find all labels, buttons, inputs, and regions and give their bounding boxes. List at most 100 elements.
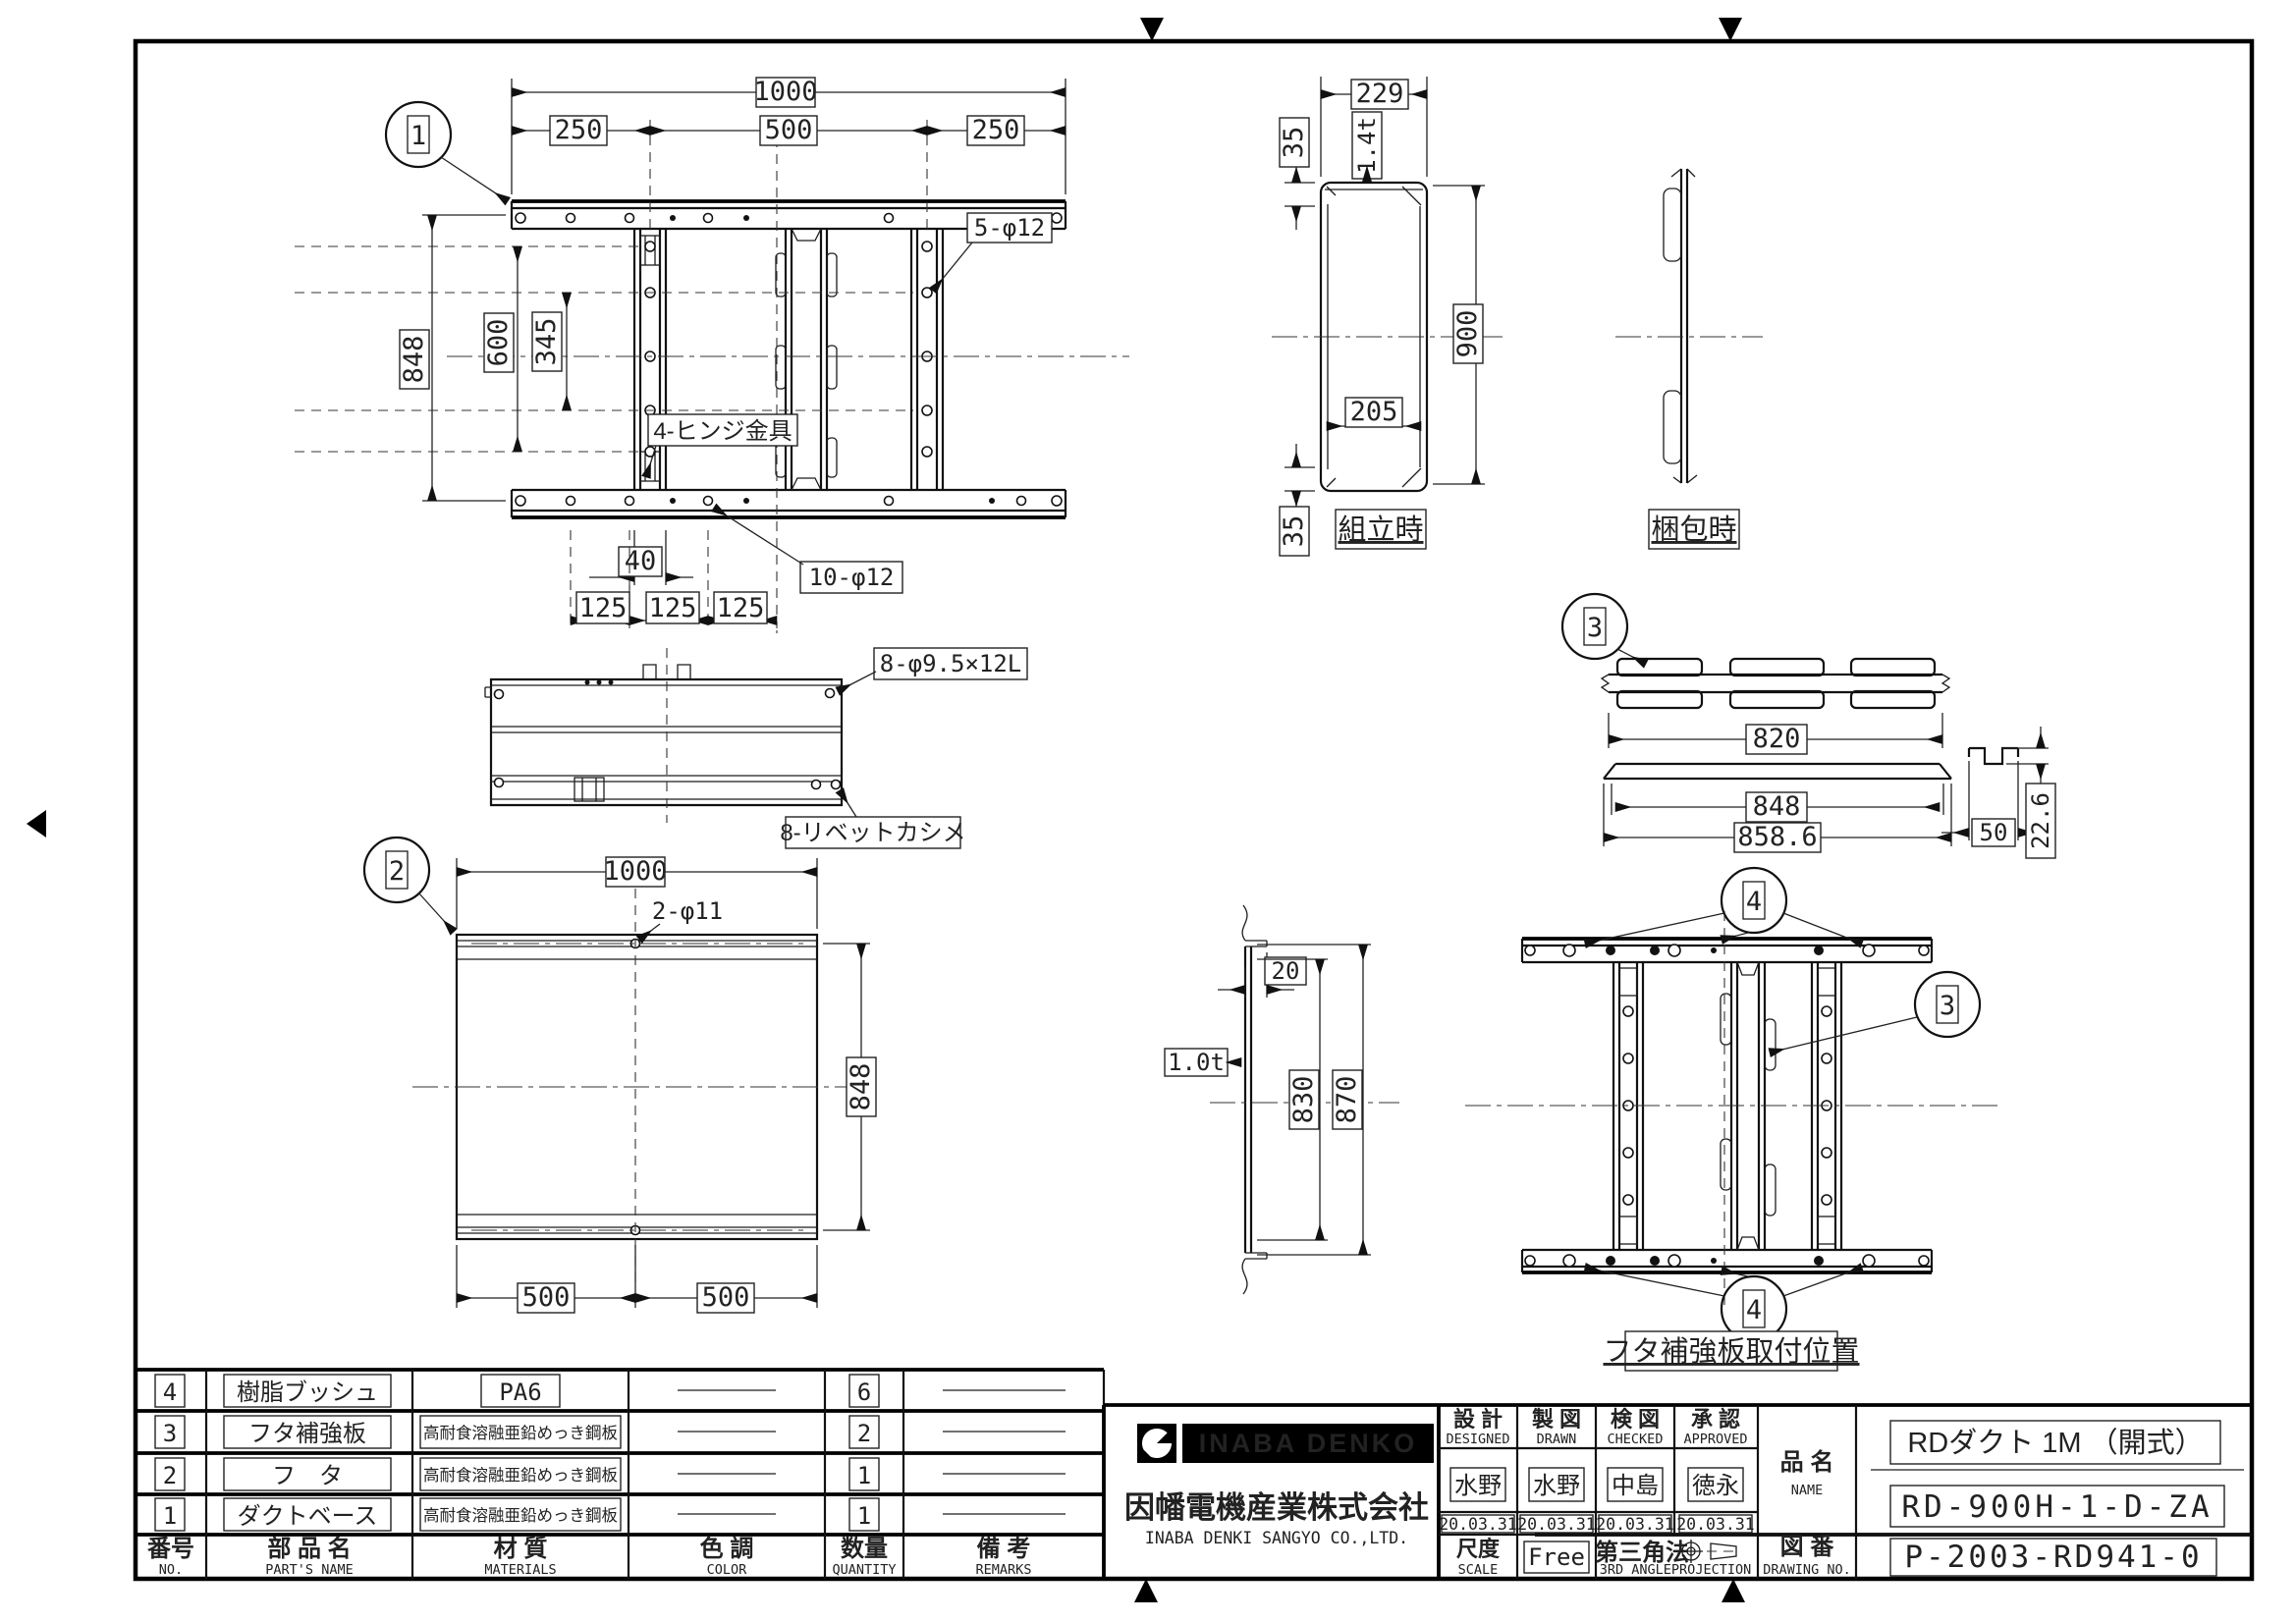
dim-plate-858: 858.6	[1603, 784, 1952, 853]
svg-text:品 名: 品 名	[1780, 1448, 1834, 1476]
svg-text:500: 500	[522, 1282, 571, 1313]
product-code: RD-900H-1-D-ZA	[1889, 1485, 2225, 1528]
dim-v2-500s: 500 500	[456, 1245, 818, 1314]
svg-text:ダクトベース: ダクトベース	[238, 1503, 378, 1530]
name-cell: 品 名 NAME	[1780, 1448, 1834, 1498]
dim-plate-820: 820	[1608, 713, 1943, 755]
view-cover-plan: 2 1000 2-φ11 848 500 500	[362, 836, 877, 1314]
svg-text:PA6: PA6	[499, 1379, 541, 1406]
svg-text:組立時: 組立時	[1338, 514, 1423, 546]
svg-text:8-リベットカシメ: 8-リベットカシメ	[780, 820, 965, 846]
svg-text:INABA DENKO: INABA DENKO	[1199, 1429, 1418, 1458]
table-row-4: 4 樹脂ブッシュ PA6 6	[154, 1374, 1066, 1408]
dim-asm-35-top: 35	[1279, 117, 1315, 230]
svg-text:フ タ: フ タ	[272, 1463, 343, 1489]
dim-asm-205: 205	[1326, 397, 1422, 432]
svg-text:備 考: 備 考	[977, 1535, 1031, 1562]
svg-text:3: 3	[163, 1420, 177, 1447]
svg-text:4-ヒンジ金具: 4-ヒンジ金具	[653, 418, 792, 445]
caption-packed: 梱包時	[1648, 509, 1740, 550]
svg-text:NAME: NAME	[1791, 1483, 1824, 1498]
svg-text:P-2003-RD941-0: P-2003-RD941-0	[1904, 1540, 2202, 1575]
dim-v1-345: 345	[531, 292, 573, 411]
projection-cell: 第三角法 3RD ANGLEPROJECTION	[1595, 1539, 1751, 1578]
svg-text:DRAWN: DRAWN	[1537, 1432, 1577, 1447]
svg-text:フタ補強板取付位置: フタ補強板取付位置	[1603, 1335, 1859, 1368]
svg-text:設 計: 設 計	[1453, 1407, 1503, 1432]
svg-text:1: 1	[857, 1502, 871, 1530]
dwgno-cell: 図 番 DRAWING NO.	[1763, 1534, 1850, 1578]
svg-text:DRAWING NO.: DRAWING NO.	[1763, 1562, 1850, 1578]
balloon-4-top: 4	[1583, 866, 1865, 948]
svg-text:承 認: 承 認	[1691, 1407, 1740, 1432]
view-duct-base-plan: 1000 250 500 250 848 600 345	[295, 77, 1129, 633]
label-holes-10phi12: 10-φ12	[711, 503, 903, 594]
scale-cell: 尺度 SCALE Free	[1456, 1537, 1590, 1578]
svg-text:QUANTITY: QUANTITY	[832, 1562, 896, 1578]
svg-text:2: 2	[389, 856, 405, 887]
caption-assembled: 組立時	[1335, 509, 1427, 550]
svg-text:1: 1	[857, 1462, 871, 1489]
label-hinge-fitting: 4-ヒンジ金具	[641, 413, 798, 479]
svg-text:848: 848	[399, 336, 429, 384]
view-base-side: 8-φ9.5×12L 8-リベットカシメ	[484, 647, 1028, 849]
sign-approved: 承 認 APPROVED 徳永 20.03.31	[1676, 1407, 1754, 1534]
svg-text:205: 205	[1350, 397, 1398, 427]
svg-text:数量: 数量	[841, 1536, 888, 1562]
table-row-1: 1 ダクトベース 高耐食溶融亜鉛めっき鋼板 1	[154, 1497, 1066, 1532]
svg-text:梱包時: 梱包時	[1651, 514, 1736, 546]
svg-text:図 番: 図 番	[1780, 1534, 1835, 1560]
view-reinforce-positions: 4 3 4 フタ補強板取付位置	[1465, 866, 2003, 1372]
dim-sec-830: 830	[1257, 958, 1328, 1241]
svg-text:500: 500	[702, 1282, 750, 1313]
dim-v1-40: 40	[589, 530, 693, 585]
svg-text:4: 4	[163, 1379, 177, 1406]
sign-checked: 検 図 CHECKED 中島 20.03.31	[1596, 1407, 1673, 1534]
svg-text:8-φ9.5×12L: 8-φ9.5×12L	[880, 650, 1022, 677]
svg-text:2: 2	[857, 1420, 871, 1447]
sheet-frame	[27, 18, 2255, 1602]
fold-mark-bottom-left-icon	[1134, 1579, 1158, 1602]
svg-text:250: 250	[972, 115, 1020, 145]
svg-text:900: 900	[1452, 310, 1483, 358]
dim-sec-20: 20	[1218, 952, 1307, 998]
svg-text:22.6: 22.6	[2027, 792, 2054, 849]
svg-text:RDダクト 1M （開式）: RDダクト 1M （開式）	[1907, 1427, 2203, 1459]
svg-text:50: 50	[1980, 819, 2008, 846]
balloon-1: 1	[384, 100, 512, 206]
svg-text:4: 4	[1746, 1295, 1762, 1325]
svg-text:APPROVED: APPROVED	[1683, 1432, 1747, 1447]
svg-text:250: 250	[555, 115, 603, 145]
svg-text:1.4t: 1.4t	[1353, 117, 1381, 174]
svg-text:345: 345	[531, 318, 562, 366]
svg-text:RD-900H-1-D-ZA: RD-900H-1-D-ZA	[1901, 1489, 2213, 1525]
projection-symbol-icon	[1679, 1540, 1740, 1563]
svg-text:3: 3	[1940, 991, 1955, 1021]
svg-text:DESIGNED: DESIGNED	[1446, 1432, 1509, 1447]
caption-reinforce-positions: フタ補強板取付位置	[1603, 1330, 1860, 1372]
svg-text:検 図: 検 図	[1611, 1407, 1660, 1432]
svg-text:229: 229	[1356, 79, 1404, 109]
svg-text:820: 820	[1753, 724, 1801, 754]
svg-text:870: 870	[1332, 1076, 1362, 1124]
dim-asm-14t: 1.4t	[1351, 111, 1383, 183]
svg-text:20: 20	[1272, 957, 1300, 985]
fold-mark-bottom-right-icon	[1722, 1579, 1745, 1602]
svg-text:因幡電機産業株式会社: 因幡電機産業株式会社	[1124, 1490, 1429, 1525]
svg-text:INABA DENKI SANGYO CO.,LTD.: INABA DENKI SANGYO CO.,LTD.	[1145, 1529, 1408, 1547]
fold-mark-top-right-icon	[1719, 18, 1742, 41]
view-assembled-section: 229 35 1.4t 900 205 35 組立時	[1272, 77, 1503, 557]
svg-text:125: 125	[717, 593, 765, 623]
svg-text:高耐食溶融亜鉛めっき鋼板: 高耐食溶融亜鉛めっき鋼板	[423, 1466, 618, 1485]
dim-asm-229: 229	[1320, 77, 1428, 177]
table-row-3: 3 フタ補強板 高耐食溶融亜鉛めっき鋼板 2	[154, 1415, 1066, 1449]
dim-asm-35-bottom: 35	[1279, 444, 1315, 557]
svg-text:番号: 番号	[146, 1536, 194, 1562]
dim-plate-226: 22.6	[2002, 727, 2056, 859]
svg-text:材 質: 材 質	[494, 1536, 548, 1562]
svg-text:20.03.31: 20.03.31	[1596, 1515, 1673, 1534]
drawing-number: P-2003-RD941-0	[1889, 1538, 2217, 1577]
svg-text:848: 848	[846, 1063, 876, 1111]
table-header: 番号 NO. 部 品 名 PART'S NAME 材 質 MATERIALS 色…	[146, 1535, 1031, 1578]
